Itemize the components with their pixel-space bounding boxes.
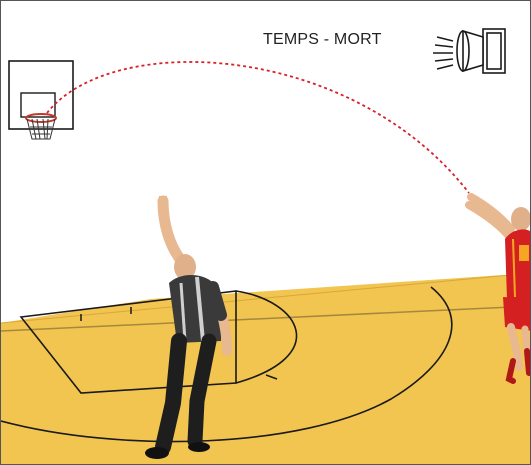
- backboard-icon: [9, 61, 73, 129]
- shot-trajectory: [47, 62, 469, 193]
- horn-icon: [433, 29, 505, 73]
- caption-text: TEMPS - MORT: [263, 31, 382, 49]
